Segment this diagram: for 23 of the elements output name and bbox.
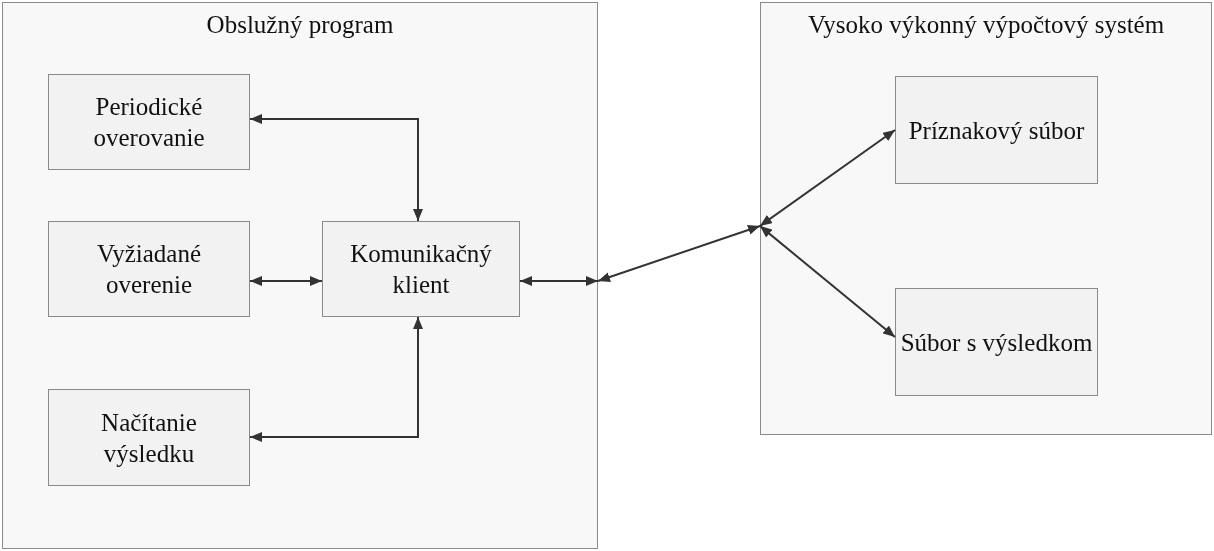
arrow bbox=[759, 225, 896, 338]
arrow bbox=[249, 114, 423, 222]
box-label: Vyžiadané overenie bbox=[95, 239, 203, 300]
box-label: Súbor s výsledkom bbox=[900, 327, 1093, 358]
arrow bbox=[519, 276, 599, 286]
box-label: Načítanie výsledku bbox=[100, 407, 198, 469]
group-title: Vysoko výkonný výpočtový systém bbox=[806, 10, 1166, 40]
process-box bbox=[48, 74, 250, 170]
process-box bbox=[48, 221, 250, 317]
group-box bbox=[760, 2, 1212, 435]
process-box bbox=[322, 221, 520, 317]
arrow bbox=[249, 316, 423, 442]
box-label: Komunikačný klient bbox=[349, 239, 493, 300]
arrow bbox=[249, 276, 323, 286]
process-box bbox=[48, 389, 250, 486]
box-label: Príznakový súbor bbox=[908, 115, 1085, 146]
group-box bbox=[2, 2, 598, 549]
arrow bbox=[759, 129, 896, 227]
process-box bbox=[895, 288, 1098, 396]
process-box bbox=[895, 76, 1098, 184]
box-label: Periodické overovanie bbox=[92, 92, 206, 153]
arrow bbox=[597, 225, 761, 282]
group-title: Obslužný program bbox=[205, 10, 395, 40]
